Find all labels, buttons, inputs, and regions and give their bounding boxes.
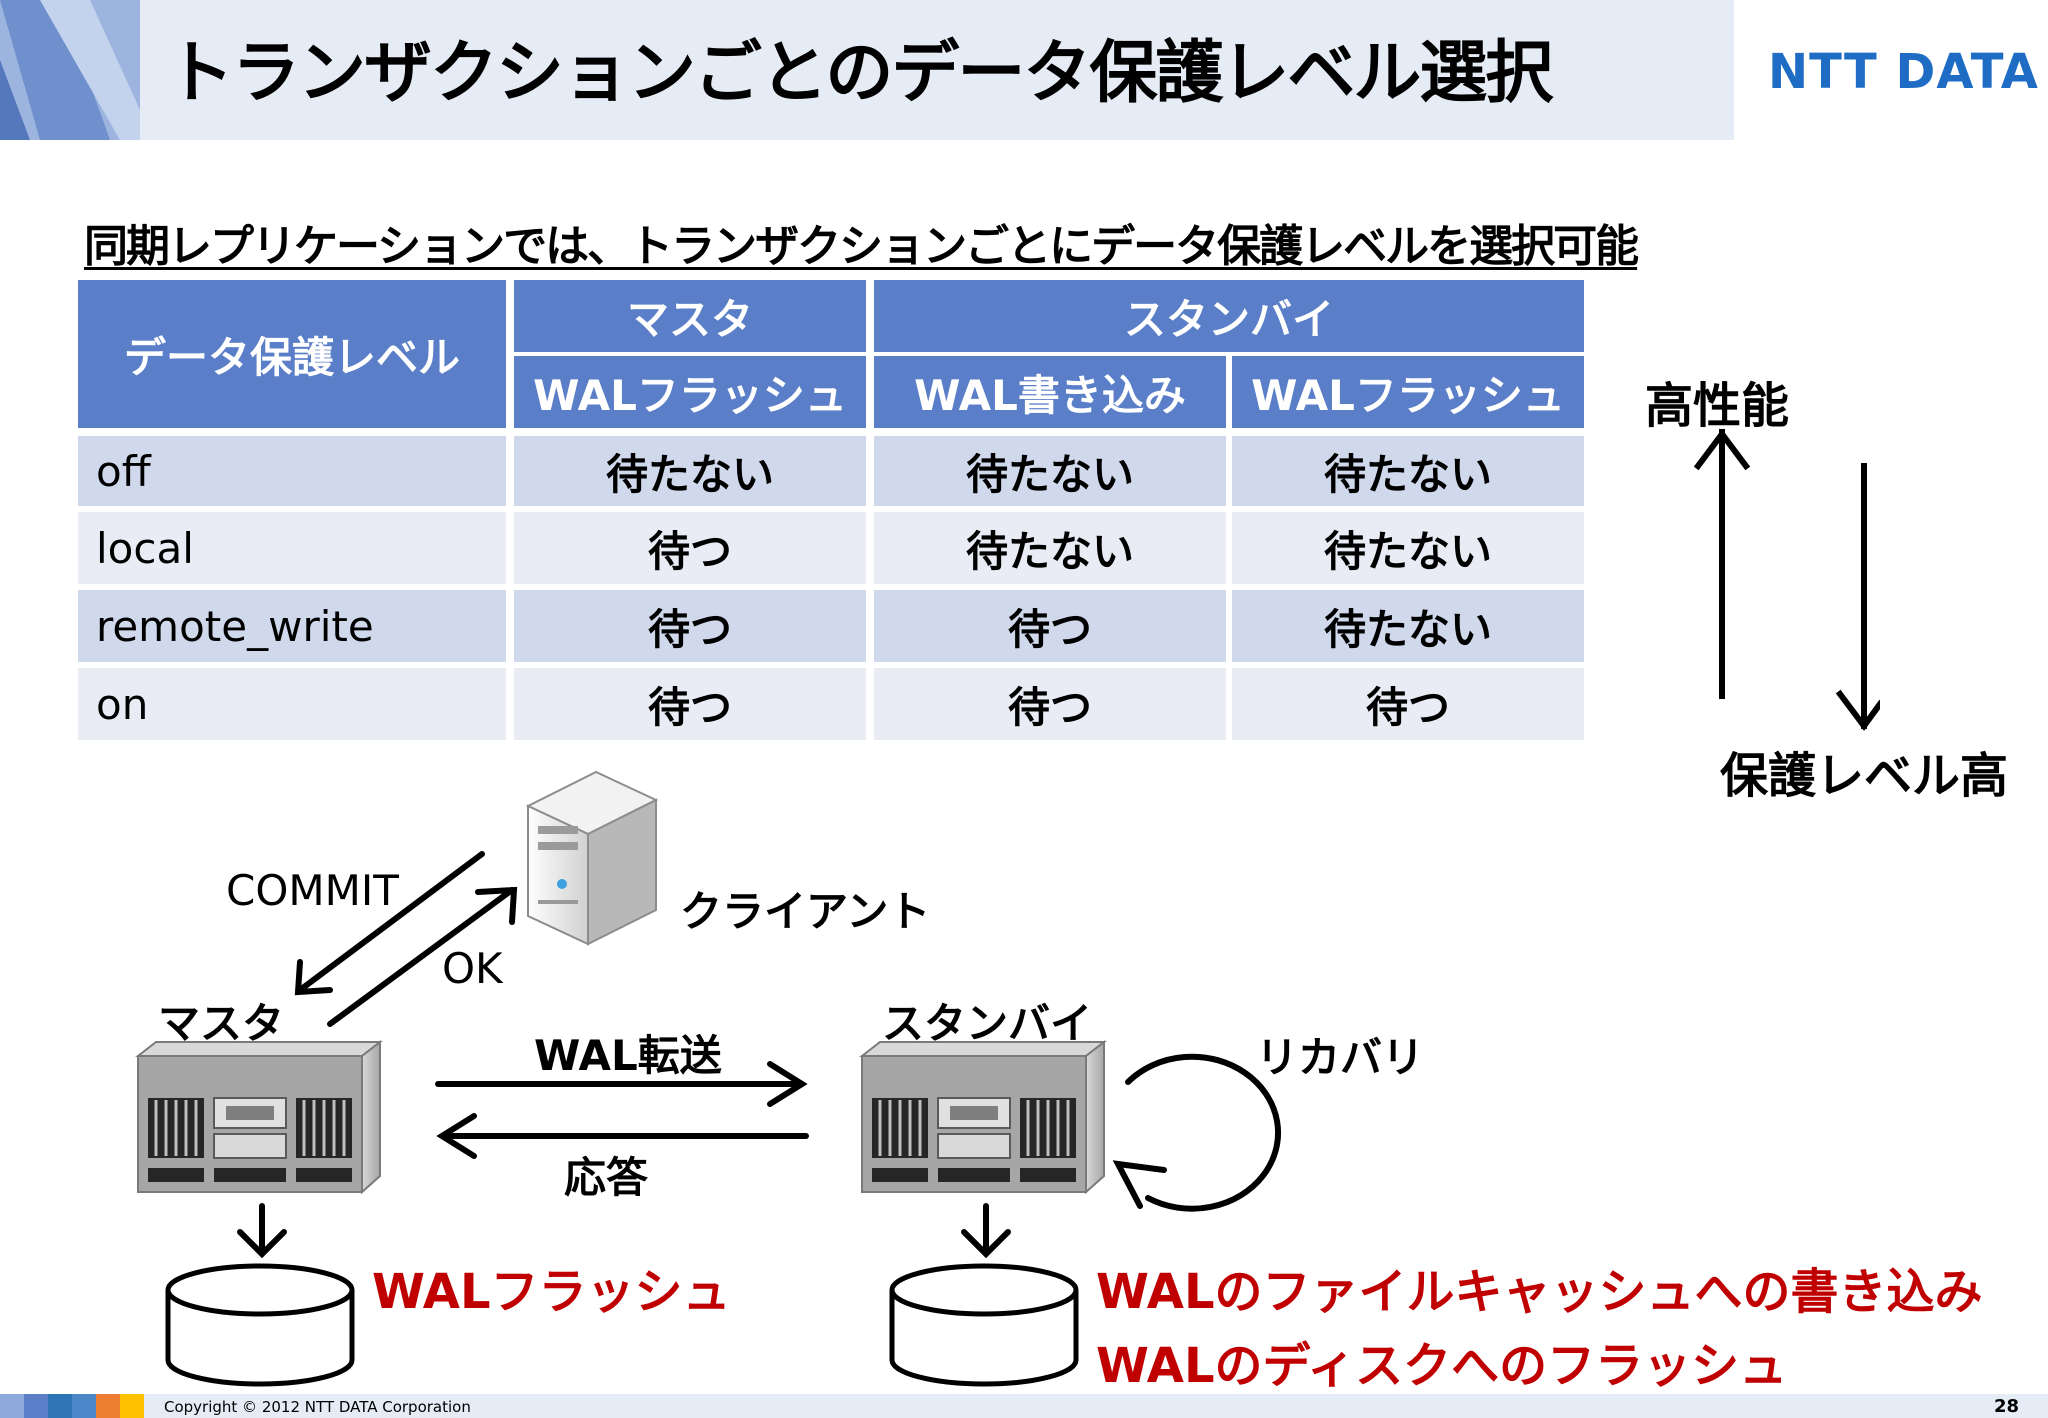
ok-label: OK [442,944,503,993]
master-down-arrowhead-icon [237,1229,287,1259]
wal-transfer-arrowhead-icon [767,1061,808,1107]
table-cell: 待つ [514,668,866,740]
table-cell: 待たない [1232,590,1584,662]
client-label: クライアント [680,887,931,936]
col-standby-wal-write: WAL書き込み [874,356,1226,428]
master-flush-note: WALフラッシュ [372,1264,731,1320]
standby-write-note: WALのファイルキャッシュへの書き込み [1096,1264,1983,1320]
ok-arrowhead-icon [475,886,518,925]
arrow-up-icon [1693,429,1751,699]
col-master-wal-flush: WALフラッシュ [514,356,866,428]
ok-arrow-line [327,887,515,1027]
table-cell: 待つ [1232,668,1584,740]
footer-color-square [96,1394,120,1418]
table-cell: 待たない [1232,436,1584,506]
table-cell: 待つ [514,590,866,662]
recovery-label: リカバリ [1256,1033,1425,1082]
wal-transfer-label: WAL転送 [534,1031,722,1080]
standby-group-header: スタンバイ [874,280,1584,352]
table-cell: 待つ [874,590,1226,662]
table-row-level: local [78,512,506,584]
table-cell: 待たない [1232,512,1584,584]
master-label: マスタ [158,999,285,1048]
direction-arrows [1693,429,1880,732]
standby-server-icon [859,1039,1107,1195]
table-row-level: on [78,668,506,740]
corner-decoration [0,0,140,140]
logo-panel [1734,0,2048,140]
arrow-down-icon [1835,463,1880,732]
footer-color-square [120,1394,144,1418]
copyright-text: Copyright © 2012 NTT DATA Corporation [164,1398,471,1416]
commit-arrowhead-icon [294,959,333,996]
table-corner-header: データ保護レベル [78,280,506,428]
table-cell: 待つ [514,512,866,584]
table-cell: 待たない [874,436,1226,506]
protection-level-table: データ保護レベル マスタ スタンバイ WALフラッシュ WAL書き込み WALフ… [78,280,1584,740]
footer-color-square [24,1394,48,1418]
standby-down-arrowhead-icon [961,1229,1011,1259]
high-performance-label: 高性能 [1645,378,1790,434]
replication-diagram [135,770,1282,1387]
master-server-icon [135,1039,383,1195]
client-computer-icon [525,770,659,946]
header-band [0,0,2048,140]
master-disk-icon [165,1263,355,1387]
footer-color-square [72,1394,96,1418]
company-logo: NTT DATA [1768,44,2039,100]
footer-color-square [0,1394,24,1418]
page-title: トランザクションごとのデータ保護レベル選択 [166,34,1553,113]
standby-disk-icon [889,1263,1079,1387]
page-number: 28 [1994,1396,2020,1417]
recovery-loop-icon [1112,1053,1282,1212]
subtitle: 同期レプリケーションでは、トランザクションごとにデータ保護レベルを選択可能 [84,221,1639,272]
table-cell: 待つ [874,668,1226,740]
response-arrowhead-icon [436,1113,477,1159]
col-standby-wal-flush: WALフラッシュ [1232,356,1584,428]
response-label: 応答 [564,1153,649,1202]
table-row-level: off [78,436,506,506]
footer-band [0,1394,2048,1418]
standby-label: スタンバイ [882,999,1093,1048]
high-protection-label: 保護レベル高 [1720,748,2009,804]
standby-flush-note: WALのディスクへのフラッシュ [1096,1338,1788,1394]
table-cell: 待たない [874,512,1226,584]
commit-arrow-line [297,851,485,993]
table-row-level: remote_write [78,590,506,662]
commit-label: COMMIT [226,866,399,915]
table-cell: 待たない [514,436,866,506]
footer-color-square [48,1394,72,1418]
master-group-header: マスタ [514,280,866,352]
